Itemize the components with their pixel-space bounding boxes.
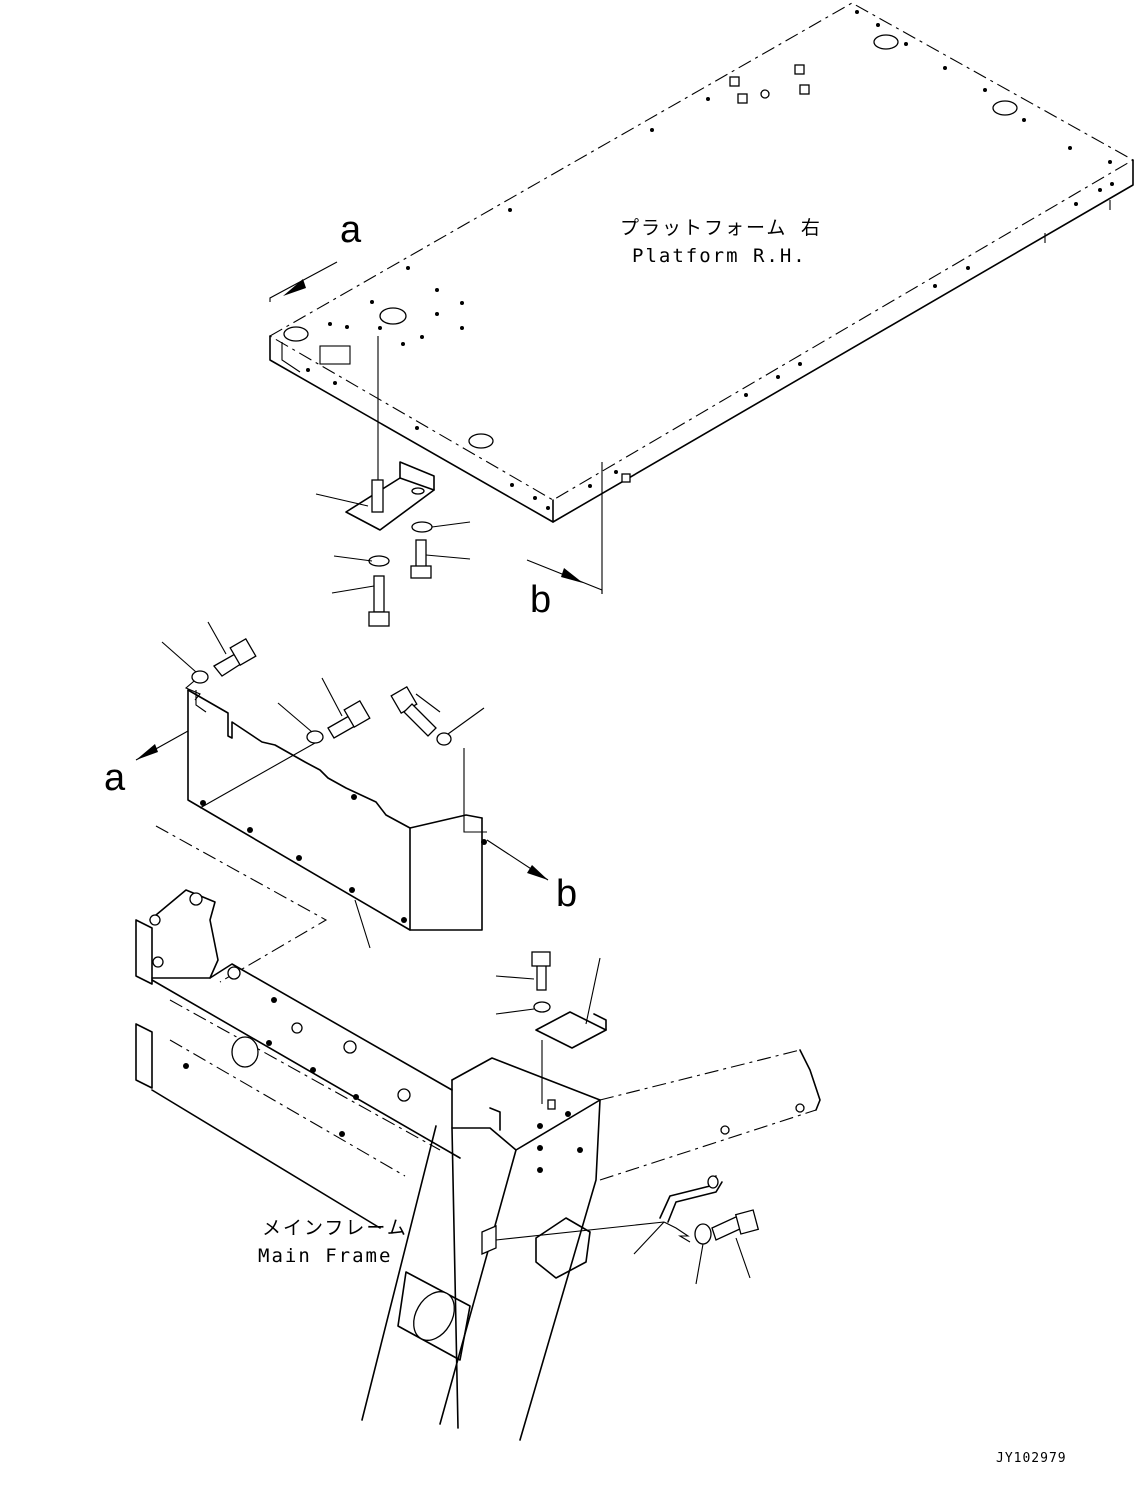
- main-frame-label-en: Main Frame: [258, 1245, 392, 1267]
- column-bracket-assembly: [495, 951, 607, 1104]
- svg-text:a: a: [104, 757, 126, 799]
- platform-holes: [328, 10, 1112, 346]
- main-frame: [135, 889, 821, 1441]
- view-arrow-b-bottom: b: [486, 839, 577, 915]
- washer: [533, 1001, 551, 1013]
- washer: [411, 521, 433, 533]
- bolt: [373, 575, 385, 613]
- svg-text:a: a: [340, 209, 362, 251]
- cover-fasteners: [161, 621, 487, 833]
- view-arrow-a-top: a: [269, 209, 362, 302]
- cover-plate: [187, 689, 487, 949]
- bolt: [536, 963, 547, 991]
- svg-text:b: b: [530, 579, 551, 621]
- view-arrow-a-bottom: a: [104, 730, 189, 799]
- platform-side-holes: [306, 182, 1114, 510]
- main-frame-label-jp: メインフレーム: [262, 1217, 408, 1239]
- view-arrow-b-top: b: [526, 559, 603, 621]
- svg-text:b: b: [556, 873, 577, 915]
- platform-label-jp: プラットフォーム 右: [620, 217, 822, 239]
- clamp-assembly: [495, 1175, 760, 1285]
- platform-bracket-assembly: [315, 336, 471, 627]
- washer: [694, 1223, 712, 1245]
- platform-label-en: Platform R.H.: [632, 245, 807, 267]
- pin: [371, 479, 384, 513]
- platform-bracket: [319, 345, 351, 365]
- platform-rh: プラットフォーム 右 Platform R.H.: [268, 2, 1135, 594]
- drawing-code: JY102979: [996, 1451, 1067, 1466]
